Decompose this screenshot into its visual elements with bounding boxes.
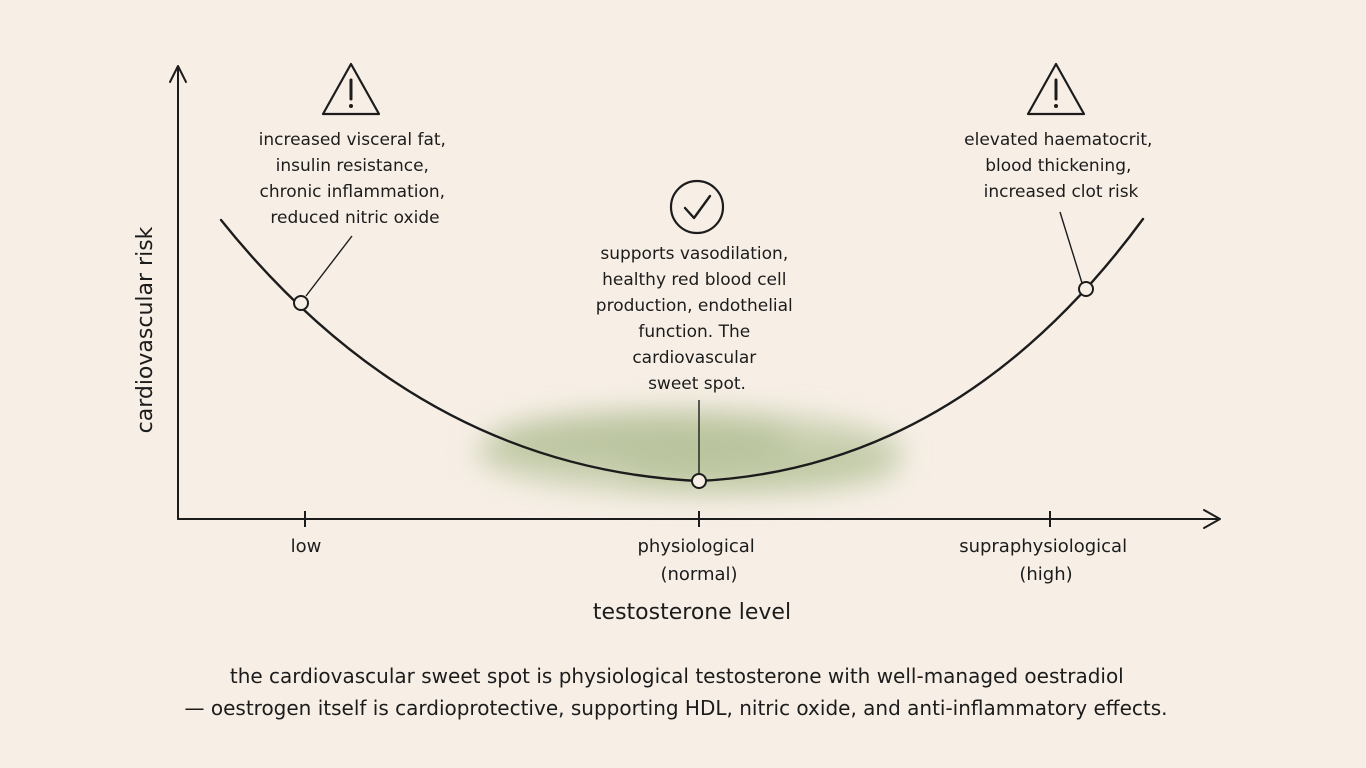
- marker-optimal: [691, 473, 707, 489]
- x-ticks: [304, 511, 1051, 527]
- annotation-optimal-line: production, endothelial: [596, 296, 793, 316]
- caption-line: the cardiovascular sweet spot is physiol…: [230, 664, 1124, 688]
- annotation-optimal: supports vasodilation, healthy red blood…: [596, 244, 798, 394]
- y-axis: [169, 65, 187, 520]
- warning-icon: [1026, 62, 1086, 116]
- x-axis-title: testosterone level: [593, 600, 791, 625]
- annotation-optimal-line: sweet spot.: [648, 374, 746, 394]
- annotation-high-line: blood thickening,: [985, 156, 1131, 176]
- tick-label-supraphysiological: supraphysiological (high): [959, 536, 1133, 585]
- annotation-optimal-line: supports vasodilation,: [600, 244, 788, 264]
- annotation-optimal-line: healthy red blood cell: [602, 270, 786, 290]
- check-circle-icon: [669, 179, 725, 235]
- warning-icon: [321, 62, 381, 116]
- annotation-high-line: increased clot risk: [984, 182, 1139, 202]
- annotation-low-line: chronic inflammation,: [260, 182, 446, 202]
- marker-low: [293, 295, 309, 311]
- annotation-low-line: insulin resistance,: [276, 156, 429, 176]
- annotation-low-line: reduced nitric oxide: [270, 208, 439, 228]
- annotation-low: increased visceral fat, insulin resistan…: [259, 130, 452, 228]
- caption: the cardiovascular sweet spot is physiol…: [185, 664, 1168, 720]
- annotation-optimal-line: cardiovascular: [632, 348, 756, 368]
- curve-markers: [293, 281, 1094, 489]
- caption-line: — oestrogen itself is cardioprotective, …: [185, 696, 1168, 720]
- tick-label-physiological: physiological (normal): [638, 536, 761, 585]
- tick-label-low: low: [291, 536, 322, 557]
- marker-high: [1078, 281, 1094, 297]
- leader-lines: [305, 211, 1083, 475]
- annotation-optimal-line: function. The: [638, 322, 750, 342]
- y-axis-title: cardiovascular risk: [133, 226, 158, 433]
- annotation-high-line: elevated haematocrit,: [964, 130, 1152, 150]
- annotation-high: elevated haematocrit, blood thickening, …: [964, 130, 1158, 202]
- annotation-low-line: increased visceral fat,: [259, 130, 446, 150]
